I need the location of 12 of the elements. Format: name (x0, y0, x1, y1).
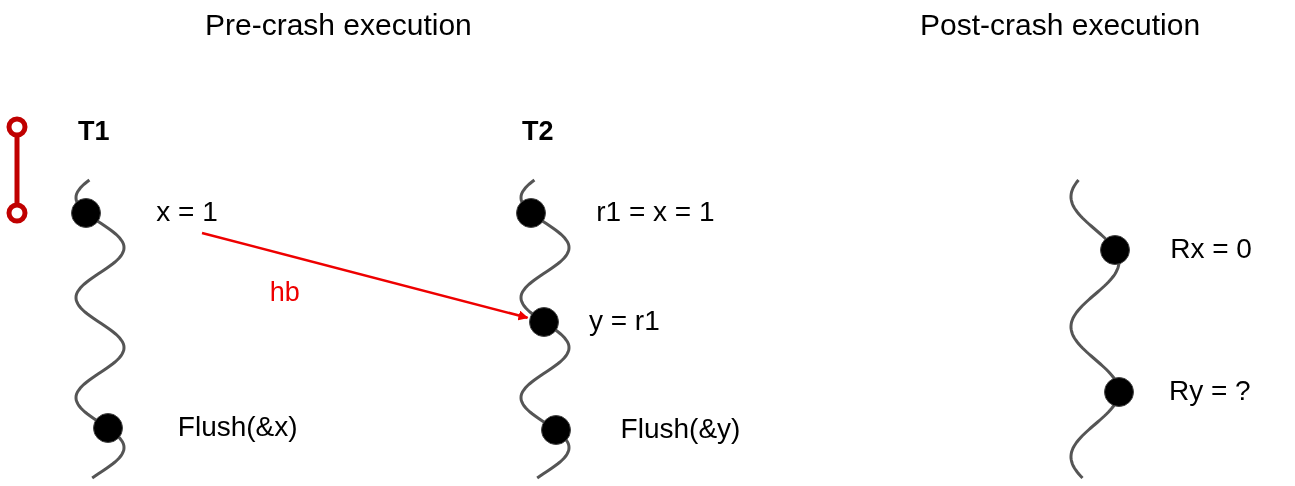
thread-name: T1 (78, 116, 110, 147)
section-title: Post-crash execution (920, 8, 1201, 42)
thread-name: T2 (522, 116, 554, 147)
operation-text: y = r1 (588, 305, 660, 337)
operation-text: Flush(&y) (620, 413, 741, 445)
section-title: Pre-crash execution (205, 8, 472, 42)
operation-text: r1 = x = 1 (596, 196, 715, 228)
operation-text: x = 1 (156, 196, 218, 228)
edge-label: hb (269, 277, 300, 309)
operation-text: Ry = ? (1169, 375, 1251, 407)
operation-text: Rx = 0 (1170, 233, 1252, 265)
operation-text: Flush(&x) (177, 411, 298, 443)
